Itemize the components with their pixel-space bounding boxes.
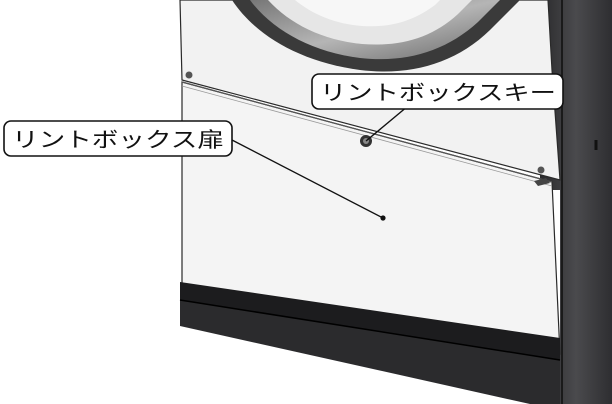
door-leader-line (231, 139, 384, 219)
machine-base (179, 282, 561, 404)
lint-box-key-label: リントボックスキー (320, 81, 556, 105)
lint-box-door-callout: リントボックス扉 (3, 120, 233, 157)
key-leader-line (365, 105, 409, 142)
lint-box-key-callout: リントボックスキー (311, 73, 564, 110)
lint-box-door-label: リントボックス扉 (12, 128, 224, 152)
door-ring (232, 0, 520, 72)
screw-icon (185, 71, 550, 186)
